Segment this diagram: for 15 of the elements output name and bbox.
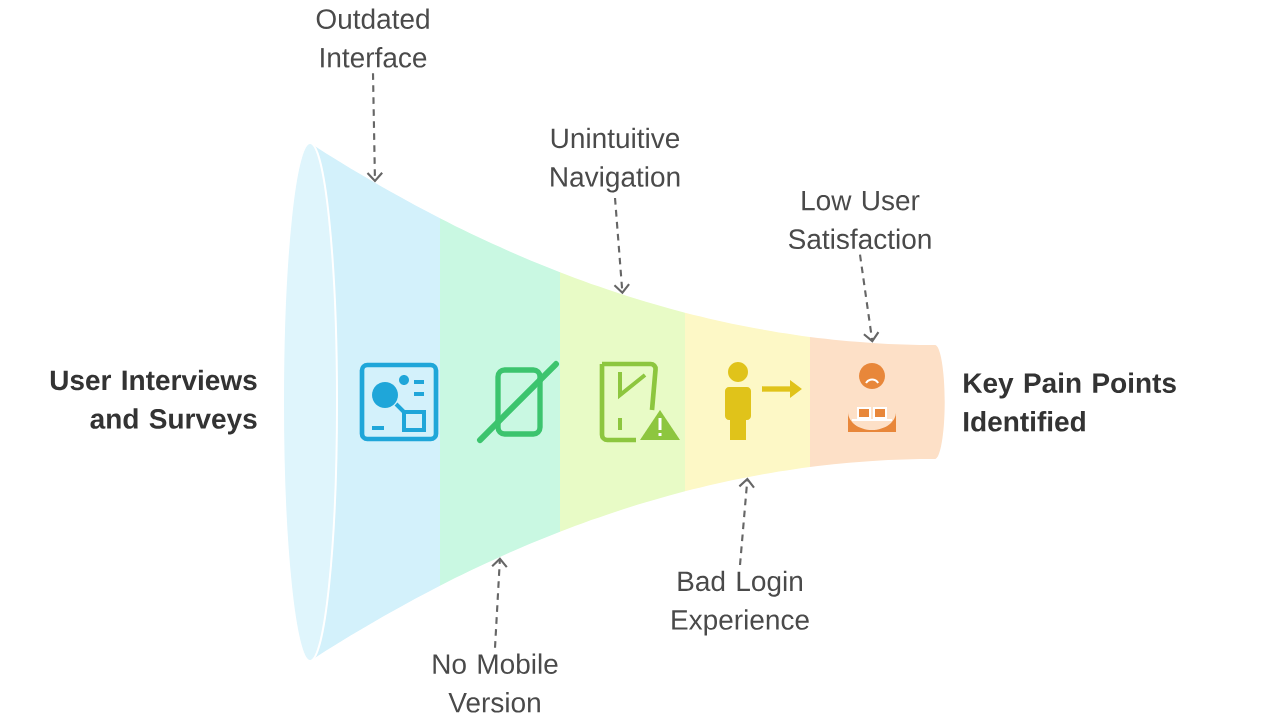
arrow [738,477,755,566]
funnel-segment [685,312,810,492]
funnel-segment [560,272,685,532]
funnel-segment [440,218,560,586]
arrow [613,197,630,295]
label-text: Bad Login Experience [672,570,809,636]
label-text: Outdated Interface [316,8,429,68]
arrow [491,557,508,648]
label-text: Unintuitive Navigation [551,127,680,193]
funnel-segment [810,336,945,468]
label-text: No Mobile Version [433,653,558,713]
label-text: Low User Satisfaction [788,190,931,250]
arrow [858,254,880,343]
stage-label: User Interviews and Surveys [50,369,257,435]
arrow [366,73,383,183]
